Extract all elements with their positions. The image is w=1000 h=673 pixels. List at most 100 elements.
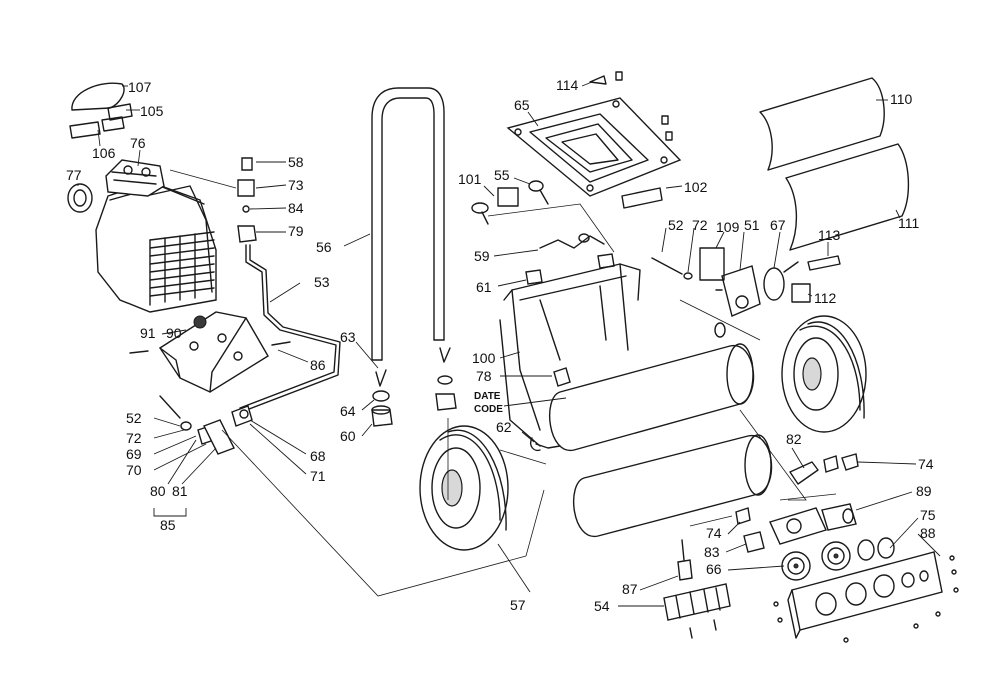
callout-53: 53 [314,274,330,290]
part-114 [589,71,623,85]
fitting-58 [241,157,253,171]
decal-111 [785,143,910,251]
callout-88: 88 [920,525,936,541]
callout-101: 101 [458,171,482,187]
safety-valve-87 [677,539,693,581]
callout-78: 78 [476,368,492,384]
callout-109: 109 [716,219,740,235]
shroud-65 [506,97,682,197]
label-102 [621,187,663,209]
callout-114: 114 [556,77,579,93]
callout-61: 61 [476,279,492,295]
fitting-73 [237,179,255,197]
hose-82 [789,455,839,485]
callout-83: 83 [704,544,720,560]
callout-81: 81 [172,483,188,499]
control-panel-88 [773,551,959,643]
grommet-60 [371,405,393,427]
callout-72b: 72 [692,217,708,233]
fitting-74-lower [735,507,751,525]
cylinder-head-76 [105,159,165,197]
callout-87: 87 [622,581,638,597]
label-code: CODE [474,404,503,415]
callout-57: 57 [510,597,526,613]
callout-71: 71 [310,468,326,484]
spring-coupler-54 [663,583,731,639]
frame [499,263,641,447]
callout-67: 67 [770,217,786,233]
callout-74a: 74 [918,456,934,472]
callout-77: 77 [66,167,82,183]
callout-80: 80 [150,483,166,499]
callout-85: 85 [160,517,176,533]
drain-valve-group [159,395,253,455]
callout-102: 102 [684,179,708,195]
o-ring-84 [242,205,250,213]
callout-74b: 74 [706,525,722,541]
callout-107: 107 [128,79,152,95]
callout-112: 112 [814,290,837,306]
upper-tank [548,343,755,451]
fitting-78 [553,367,571,387]
callout-91: 91 [140,325,156,341]
fitting-83 [743,531,765,553]
callout-51: 51 [744,217,760,233]
callout-54: 54 [594,598,610,614]
pressure-switch-51 [715,265,761,317]
decal-110 [759,77,885,171]
callout-106: 106 [92,145,116,161]
callout-labels: 107 105 106 76 77 58 73 84 79 56 53 91 9… [66,77,936,614]
callout-55: 55 [494,167,510,183]
callout-110: 110 [890,91,913,107]
air-filter-77 [67,183,93,213]
label-date: DATE [474,391,501,402]
callout-58: 58 [288,154,304,170]
callout-84: 84 [288,200,304,216]
callout-56: 56 [316,239,332,255]
leader-lines [77,81,941,607]
callout-113: 113 [818,227,841,243]
callout-105: 105 [140,103,164,119]
callout-86: 86 [310,357,326,373]
callout-82: 82 [786,431,802,447]
callout-69: 69 [126,446,142,462]
mounting-bracket [129,311,291,393]
callout-100: 100 [472,350,496,366]
bracket-59 [539,233,605,249]
callout-76: 76 [130,135,146,151]
callout-72a: 72 [126,430,142,446]
callout-75: 75 [920,507,936,523]
callout-73: 73 [288,177,304,193]
callout-111: 111 [898,215,919,231]
handle-56 [371,87,445,361]
callout-60: 60 [340,428,356,444]
decal-105 [107,103,133,121]
callout-59: 59 [474,248,490,264]
callout-79: 79 [288,223,304,239]
callout-65: 65 [514,97,530,113]
cord-67 [763,261,799,301]
decal-113-112 [791,255,841,303]
cooling-fins [149,231,215,306]
nut-79 [237,225,257,243]
callout-64: 64 [340,403,356,419]
decal-107 [71,82,125,111]
assembly-lines [169,169,837,597]
callout-70: 70 [126,462,142,478]
callout-63: 63 [340,329,356,345]
handle-fittings-right [435,347,457,411]
label-109 [699,247,725,281]
wheel-left [419,425,509,551]
outlet-tube-53 [239,244,341,412]
elbow-74-right [841,453,859,471]
gauge-66-left [781,551,811,581]
clip-63 [375,369,387,387]
pump-motor-assembly [95,159,217,313]
washer-64 [372,390,390,402]
callout-52a: 52 [126,410,142,426]
callout-90: 90 [166,325,182,341]
callout-89: 89 [916,483,932,499]
manifold-89 [769,503,857,545]
part-101-55 [471,115,673,225]
